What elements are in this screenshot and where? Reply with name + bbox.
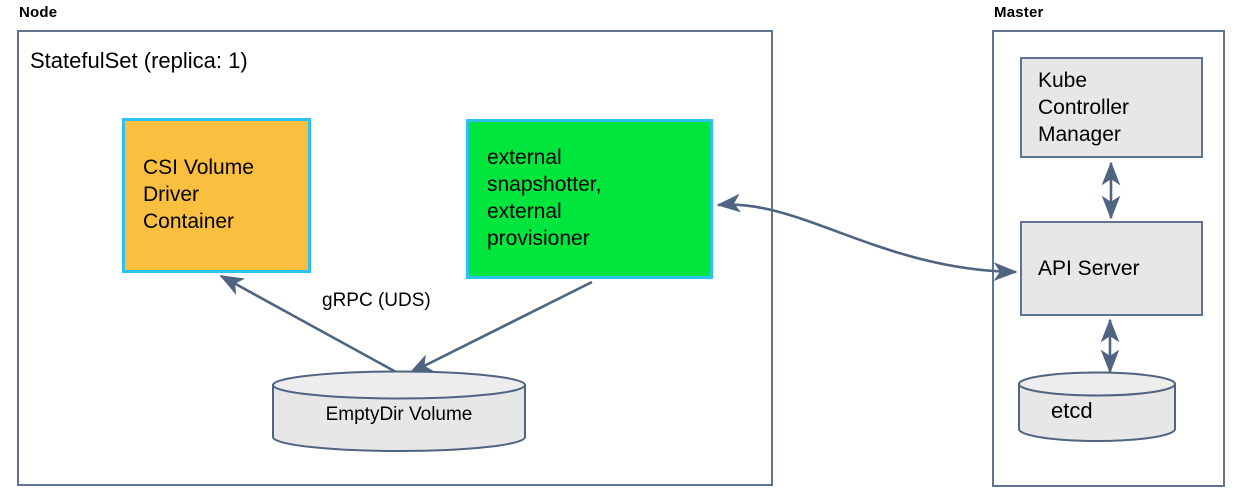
emptydir-volume-cylinder[interactable]: EmptyDir Volume <box>271 370 527 452</box>
emptydir-volume-label: EmptyDir Volume <box>325 404 473 425</box>
csi-volume-driver-container-box[interactable]: CSI Volume Driver Container <box>122 118 311 273</box>
kube-controller-manager-label: Kube Controller Manager <box>1038 68 1130 147</box>
external-components-label: external snapshotter, external provision… <box>487 146 602 250</box>
api-server-label: API Server <box>1038 256 1140 280</box>
node-group-label: Node <box>19 4 58 21</box>
etcd-cylinder[interactable]: etcd <box>1017 371 1177 443</box>
api-server-box[interactable]: API Server <box>1020 221 1203 316</box>
master-group-label: Master <box>994 4 1044 21</box>
etcd-label: etcd <box>1051 398 1093 423</box>
external-components-box[interactable]: external snapshotter, external provision… <box>466 119 713 279</box>
grpc-edge-label: gRPC (UDS) <box>322 290 431 311</box>
kube-controller-manager-box[interactable]: Kube Controller Manager <box>1020 57 1203 158</box>
statefulset-title: StatefulSet (replica: 1) <box>30 48 248 73</box>
csi-volume-driver-container-label: CSI Volume Driver Container <box>143 156 254 233</box>
